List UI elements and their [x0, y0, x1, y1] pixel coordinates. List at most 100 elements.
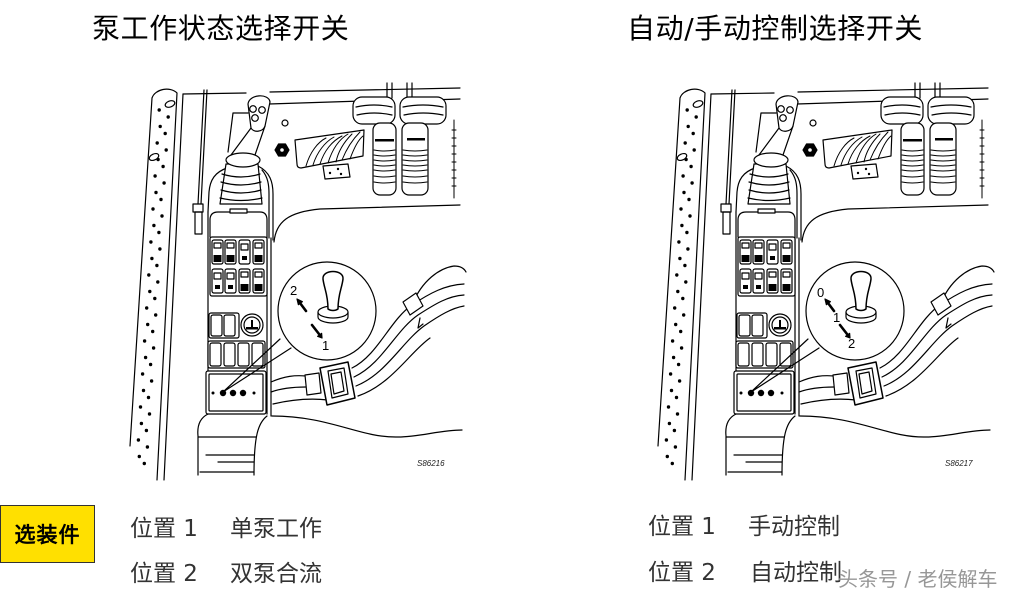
lever-grip-contour: [930, 104, 972, 116]
seat-edge: [271, 415, 463, 438]
switch-symbol: [741, 255, 750, 262]
joystick-shaft: [758, 125, 794, 156]
rocker-switch: [209, 342, 222, 367]
switch-symbol: [743, 285, 748, 289]
switch-window: [254, 242, 263, 249]
switch-symbol: [226, 255, 235, 262]
pump-switch-title: 泵工作状态选择开关: [92, 12, 350, 45]
rail-dot: [145, 445, 150, 449]
joystick-boot: [747, 163, 791, 205]
gauge-inner: [243, 316, 261, 334]
nut-center: [808, 148, 812, 152]
rail-dot: [675, 412, 680, 416]
lever-rod: [386, 82, 413, 99]
console-tab: [757, 208, 776, 214]
gauge-inner: [771, 316, 789, 334]
rail-dot: [672, 428, 677, 433]
seat-belt-strap: [798, 375, 857, 405]
callout-label-position-2: 2: [848, 336, 855, 351]
console-top: [209, 211, 268, 238]
plate-rivet: [864, 167, 868, 171]
belt-buckle-inner: [855, 367, 877, 399]
switch-symbol: [770, 256, 775, 260]
lower-panel-knobs: [211, 389, 256, 397]
rail-dot: [674, 395, 679, 400]
seat-edge: [799, 415, 991, 438]
lever-ribs: [373, 149, 396, 184]
rail-dot: [151, 346, 156, 350]
knob: [767, 389, 775, 397]
rocker-switch: [751, 314, 764, 337]
badge-label: 选装件: [14, 523, 81, 547]
rocker-switch: [766, 268, 779, 294]
rail-dot: [143, 355, 148, 360]
rocker-switch: [224, 268, 237, 294]
switch-window: [240, 271, 249, 278]
rail-dot: [667, 421, 672, 426]
rail-dot: [146, 395, 151, 400]
boot-bellows: [219, 173, 263, 202]
rail-dot: [679, 346, 684, 350]
rod-clip: [192, 203, 204, 213]
switch-window: [226, 242, 235, 249]
joystick-boot: [219, 163, 263, 205]
rail-dot: [152, 223, 156, 228]
panel-plate: [850, 163, 879, 180]
rocker-switch: [223, 342, 236, 367]
rail-hole: [692, 100, 704, 108]
rail-dot: [149, 379, 154, 383]
cab-illustration: [657, 82, 995, 481]
lever-bar: [903, 139, 922, 142]
nut-center: [280, 148, 284, 152]
rail-dot: [154, 313, 158, 317]
rail-dot: [676, 289, 680, 294]
rocker-switch: [765, 342, 778, 367]
callout-label-position-2: 2: [290, 283, 297, 298]
rail-dot: [691, 131, 695, 136]
rocker-switch: [252, 239, 265, 265]
rail-dot: [685, 230, 689, 235]
pump-switch-diagram: 2 1 S86216: [129, 82, 467, 481]
lower-panel-inner: [208, 373, 264, 412]
panel-hatching: [833, 131, 892, 167]
switch-frame: [207, 340, 266, 369]
lever-bar: [407, 138, 425, 141]
position-1-description: 手动控制: [748, 514, 840, 540]
lower-panel-inner: [736, 373, 792, 412]
position-1-description: 单泵工作: [230, 516, 322, 542]
rod-clip: [194, 211, 203, 235]
lever-stem-left: [372, 122, 397, 196]
console-top: [737, 211, 796, 238]
rail-dot: [679, 207, 683, 211]
joystick-collar: [753, 152, 789, 168]
position-2-label: 位置 2: [130, 561, 198, 587]
rail-dot: [688, 214, 692, 218]
knob: [229, 389, 237, 397]
rocker-switch: [238, 239, 251, 265]
auto-manual-switch-title: 自动/手动控制选择开关: [627, 12, 924, 45]
console-shroud: [207, 165, 274, 241]
rail-dot: [683, 263, 687, 268]
rail-dot: [673, 306, 677, 310]
lever-ribs: [901, 149, 924, 184]
dashboard-edge: [182, 87, 461, 105]
rail-dot: [163, 131, 167, 136]
plate-rivet: [867, 172, 871, 176]
rail-dot: [664, 438, 669, 442]
rail-dot: [148, 289, 152, 294]
cab-pillar: [691, 93, 712, 481]
seat-belt-strap: [270, 375, 329, 405]
rail-dot: [141, 388, 146, 393]
joystick-shaft: [230, 125, 266, 156]
joystick-button: [258, 106, 266, 114]
knob-dot: [252, 391, 256, 395]
gauge-symbol: [774, 320, 786, 330]
rail-dot: [150, 256, 154, 261]
rail-dot: [139, 421, 144, 426]
rail-dot: [683, 141, 687, 145]
lever-grip-contour: [402, 104, 444, 116]
lever-bar: [375, 139, 394, 142]
joystick-handle: [247, 95, 271, 132]
rail-dot: [686, 124, 690, 129]
